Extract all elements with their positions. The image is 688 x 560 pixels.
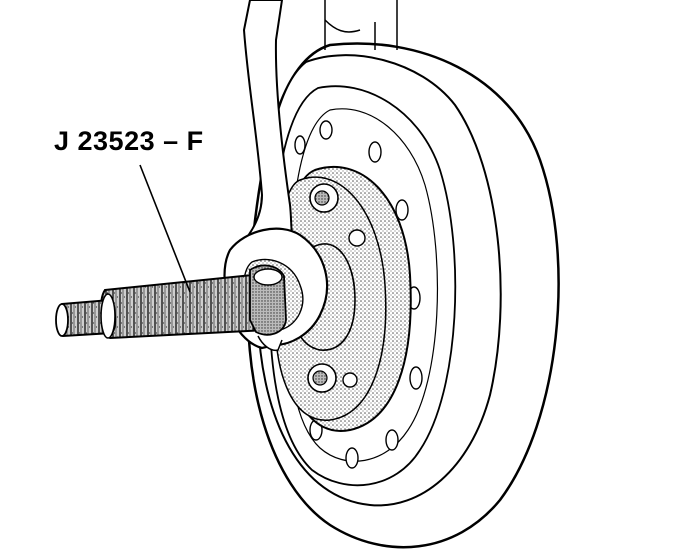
hub-bolt-top — [309, 183, 339, 213]
callout-leader-line — [139, 164, 191, 293]
threaded-puller-icon — [55, 264, 287, 340]
hub-bolt-bottom — [307, 363, 337, 393]
tool-callout-label: J 23523 – F — [54, 126, 204, 156]
